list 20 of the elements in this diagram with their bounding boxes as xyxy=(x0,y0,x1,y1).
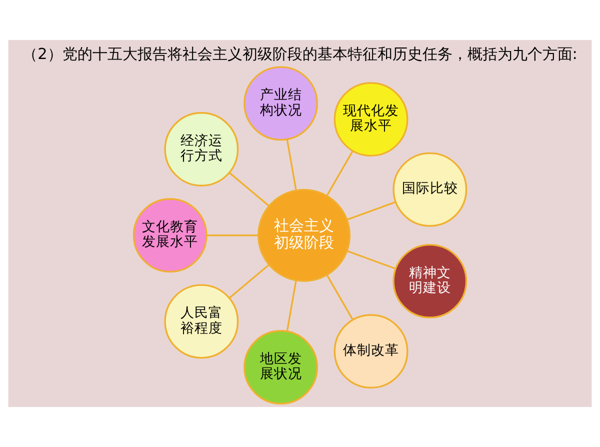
node-circle: 经济运行方式 xyxy=(164,112,239,186)
connector xyxy=(228,172,270,207)
node-circle: 体制改革 xyxy=(334,314,408,389)
connector xyxy=(228,264,270,299)
connector xyxy=(206,234,258,236)
node-circle: 地区发展状况 xyxy=(244,330,318,404)
connector xyxy=(326,150,354,196)
node-circle: 国际比较 xyxy=(392,152,468,227)
node-circle: 人民富裕程度 xyxy=(164,284,239,359)
node-circle: 文化教育发展水平 xyxy=(132,198,208,273)
node-circle: 社会主义初级阶段 xyxy=(258,188,351,282)
node-circle: 精神文明建设 xyxy=(392,244,468,318)
diagram-title: （2）党的十五大报告将社会主义初级阶段的基本特征和历史任务，概括为九个方面: xyxy=(22,44,578,63)
connector xyxy=(286,139,297,190)
connector xyxy=(326,274,354,320)
connector xyxy=(346,250,396,270)
node-circle: 产业结构状况 xyxy=(244,66,318,141)
connector xyxy=(286,280,297,332)
connector xyxy=(346,201,396,220)
node-circle: 现代化发展水平 xyxy=(334,82,408,157)
